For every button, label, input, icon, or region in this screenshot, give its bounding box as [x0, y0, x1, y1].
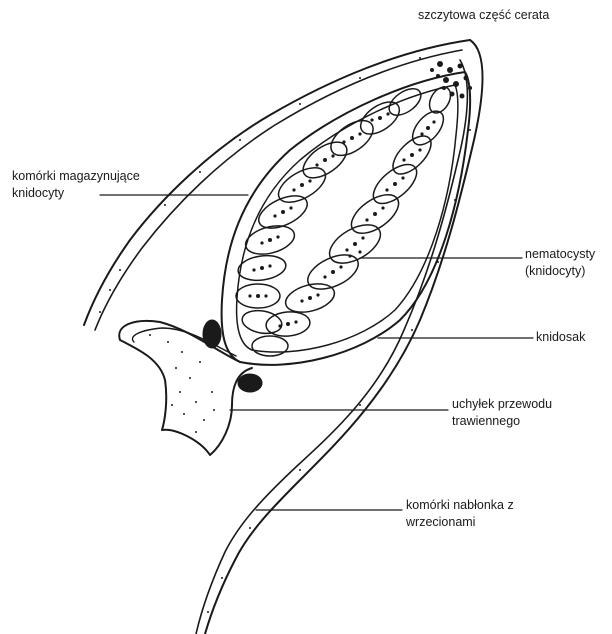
apex-cell-cluster [430, 61, 472, 99]
label-apex: szczytowa część cerata [418, 7, 549, 24]
outer-wall-left-outer [84, 40, 470, 325]
label-nematocysts: nematocysty (knidocyty) [525, 246, 595, 280]
label-diverticulum-line1: uchyłek przewodu [452, 396, 552, 413]
label-epithelium-line1: komórki nabłonka z [406, 497, 514, 514]
label-nematocysts-line2: (knidocyty) [525, 263, 595, 280]
label-nematocysts-line1: nematocysty [525, 246, 595, 263]
diverticulum-stipple [149, 334, 215, 433]
label-storage-cells-line1: komórki magazynujące [12, 168, 140, 185]
label-cnidosac: knidosak [536, 329, 585, 346]
label-storage-cells-line2: knidocyty [12, 185, 140, 202]
label-diverticulum: uchyłek przewodu trawiennego [452, 396, 552, 430]
label-storage-cells: komórki magazynujące knidocyty [12, 168, 140, 202]
nucleus-left [203, 320, 221, 348]
label-epithelium-line2: wrzecionami [406, 514, 514, 531]
diverticulum-outline [119, 321, 252, 455]
nucleus-lower [238, 374, 262, 392]
label-diverticulum-line2: trawiennego [452, 413, 552, 430]
label-epithelium: komórki nabłonka z wrzecionami [406, 497, 514, 531]
